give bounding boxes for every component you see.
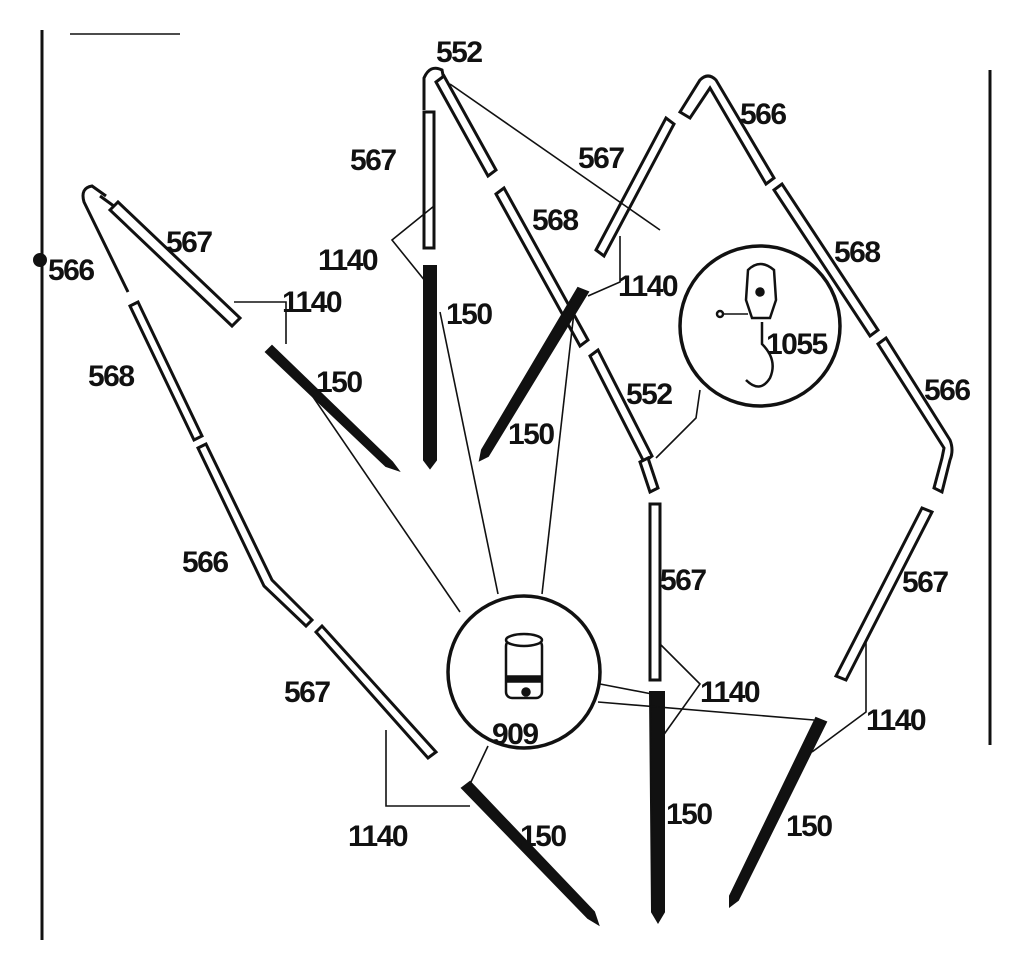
label-1140-left: 1140: [282, 286, 342, 319]
detail-circle-1055: [678, 244, 842, 408]
label-150-center: 150: [446, 298, 492, 331]
pole-567-center: [422, 110, 436, 250]
leader-1140-bottom: [385, 730, 470, 807]
label-566-right-top: 566: [740, 98, 786, 131]
pole-566-left-corner: [81, 184, 130, 293]
center-pole-assembly: [422, 66, 665, 924]
pole-150-right-lower: [729, 716, 828, 908]
pole-566-right: [875, 335, 954, 495]
pole-567-left: [107, 199, 243, 329]
pole-568-center: [494, 185, 590, 349]
pole-150-center-diag: [478, 286, 590, 462]
label-1140-center-top: 1140: [318, 244, 378, 277]
leader-1140-right-low: [811, 640, 867, 753]
pole-150-left: [264, 344, 401, 472]
label-150-bottom-right: 150: [786, 810, 832, 843]
pole-567-right-upper: [594, 115, 676, 259]
leader-909-b: [439, 311, 499, 595]
pole-566-left-lower: [196, 441, 315, 629]
part-labels: 552 566 567 567 1140 568 1140 567 566 11…: [48, 36, 972, 853]
label-567-right-low: 567: [902, 566, 948, 599]
label-909: 909: [492, 718, 538, 751]
label-566-left-low: 566: [182, 546, 228, 579]
label-150-left: 150: [316, 366, 362, 399]
label-568-right: 568: [834, 236, 880, 269]
pole-568-right: [771, 181, 881, 339]
label-1140-bottom: 1140: [348, 820, 408, 853]
pole-150-center: [423, 265, 437, 470]
label-1140-right-low: 1140: [866, 704, 926, 737]
label-150-bottom-mid: 150: [666, 798, 712, 831]
pole-150-mid-vertical: [648, 691, 665, 924]
pole-567-mid-vertical: [648, 502, 662, 682]
clip-hole-icon: [755, 287, 765, 297]
pole-568-left: [128, 299, 204, 443]
label-1140-center-right: 1140: [618, 270, 678, 303]
label-150-mid: 150: [508, 418, 554, 451]
pole-150-bottom: [460, 780, 600, 927]
right-pole-assembly: [594, 74, 954, 908]
leader-1140-left: [234, 301, 287, 344]
label-1140-mid-low: 1140: [700, 676, 760, 709]
leader-552-mid: [655, 389, 701, 459]
leader-909-c: [541, 311, 575, 595]
label-552-mid: 552: [626, 378, 672, 411]
leader-909-f: [469, 745, 489, 785]
label-1055: 1055: [766, 328, 828, 361]
leader-909-d: [599, 683, 653, 695]
detail-circle-909: [446, 594, 602, 750]
leader-567-mid: [449, 83, 661, 231]
leader-1140-mid-low: [659, 643, 702, 741]
pole-566-right-top: [677, 74, 776, 187]
label-567-left: 567: [166, 226, 212, 259]
leader-1140-center: [390, 205, 435, 293]
pole-552-mid: [588, 347, 654, 465]
connector-552-mid: [638, 455, 660, 495]
pole-567-right-lower: [833, 506, 935, 682]
hook-icon: [745, 322, 774, 388]
clip-pin-head-icon: [715, 309, 725, 319]
pole-567-left-lower: [313, 623, 439, 761]
detail-circle-1055-outline: [678, 244, 842, 408]
label-568-left: 568: [88, 360, 134, 393]
connector-909-top-icon: [504, 632, 544, 648]
leader-909-a: [295, 371, 461, 613]
leader-lines: [234, 83, 867, 807]
label-150-bottom: 150: [520, 820, 566, 853]
label-566-left: 566: [48, 254, 94, 287]
label-567-mid-top: 567: [578, 142, 624, 175]
label-566-right: 566: [924, 374, 970, 407]
end-cap-left: [33, 253, 47, 267]
label-567-left-low: 567: [284, 676, 330, 709]
leader-1140-center-right: [587, 236, 621, 297]
pole-567-center-diag: [434, 73, 498, 179]
label-567-center-top: 567: [350, 144, 396, 177]
label-552-top: 552: [436, 36, 482, 69]
label-568-center: 568: [532, 204, 578, 237]
leader-909-e: [597, 701, 815, 721]
connector-909-band-icon: [505, 675, 543, 683]
connector-909-hole-icon: [521, 687, 531, 697]
label-567-mid-low: 567: [660, 564, 706, 597]
